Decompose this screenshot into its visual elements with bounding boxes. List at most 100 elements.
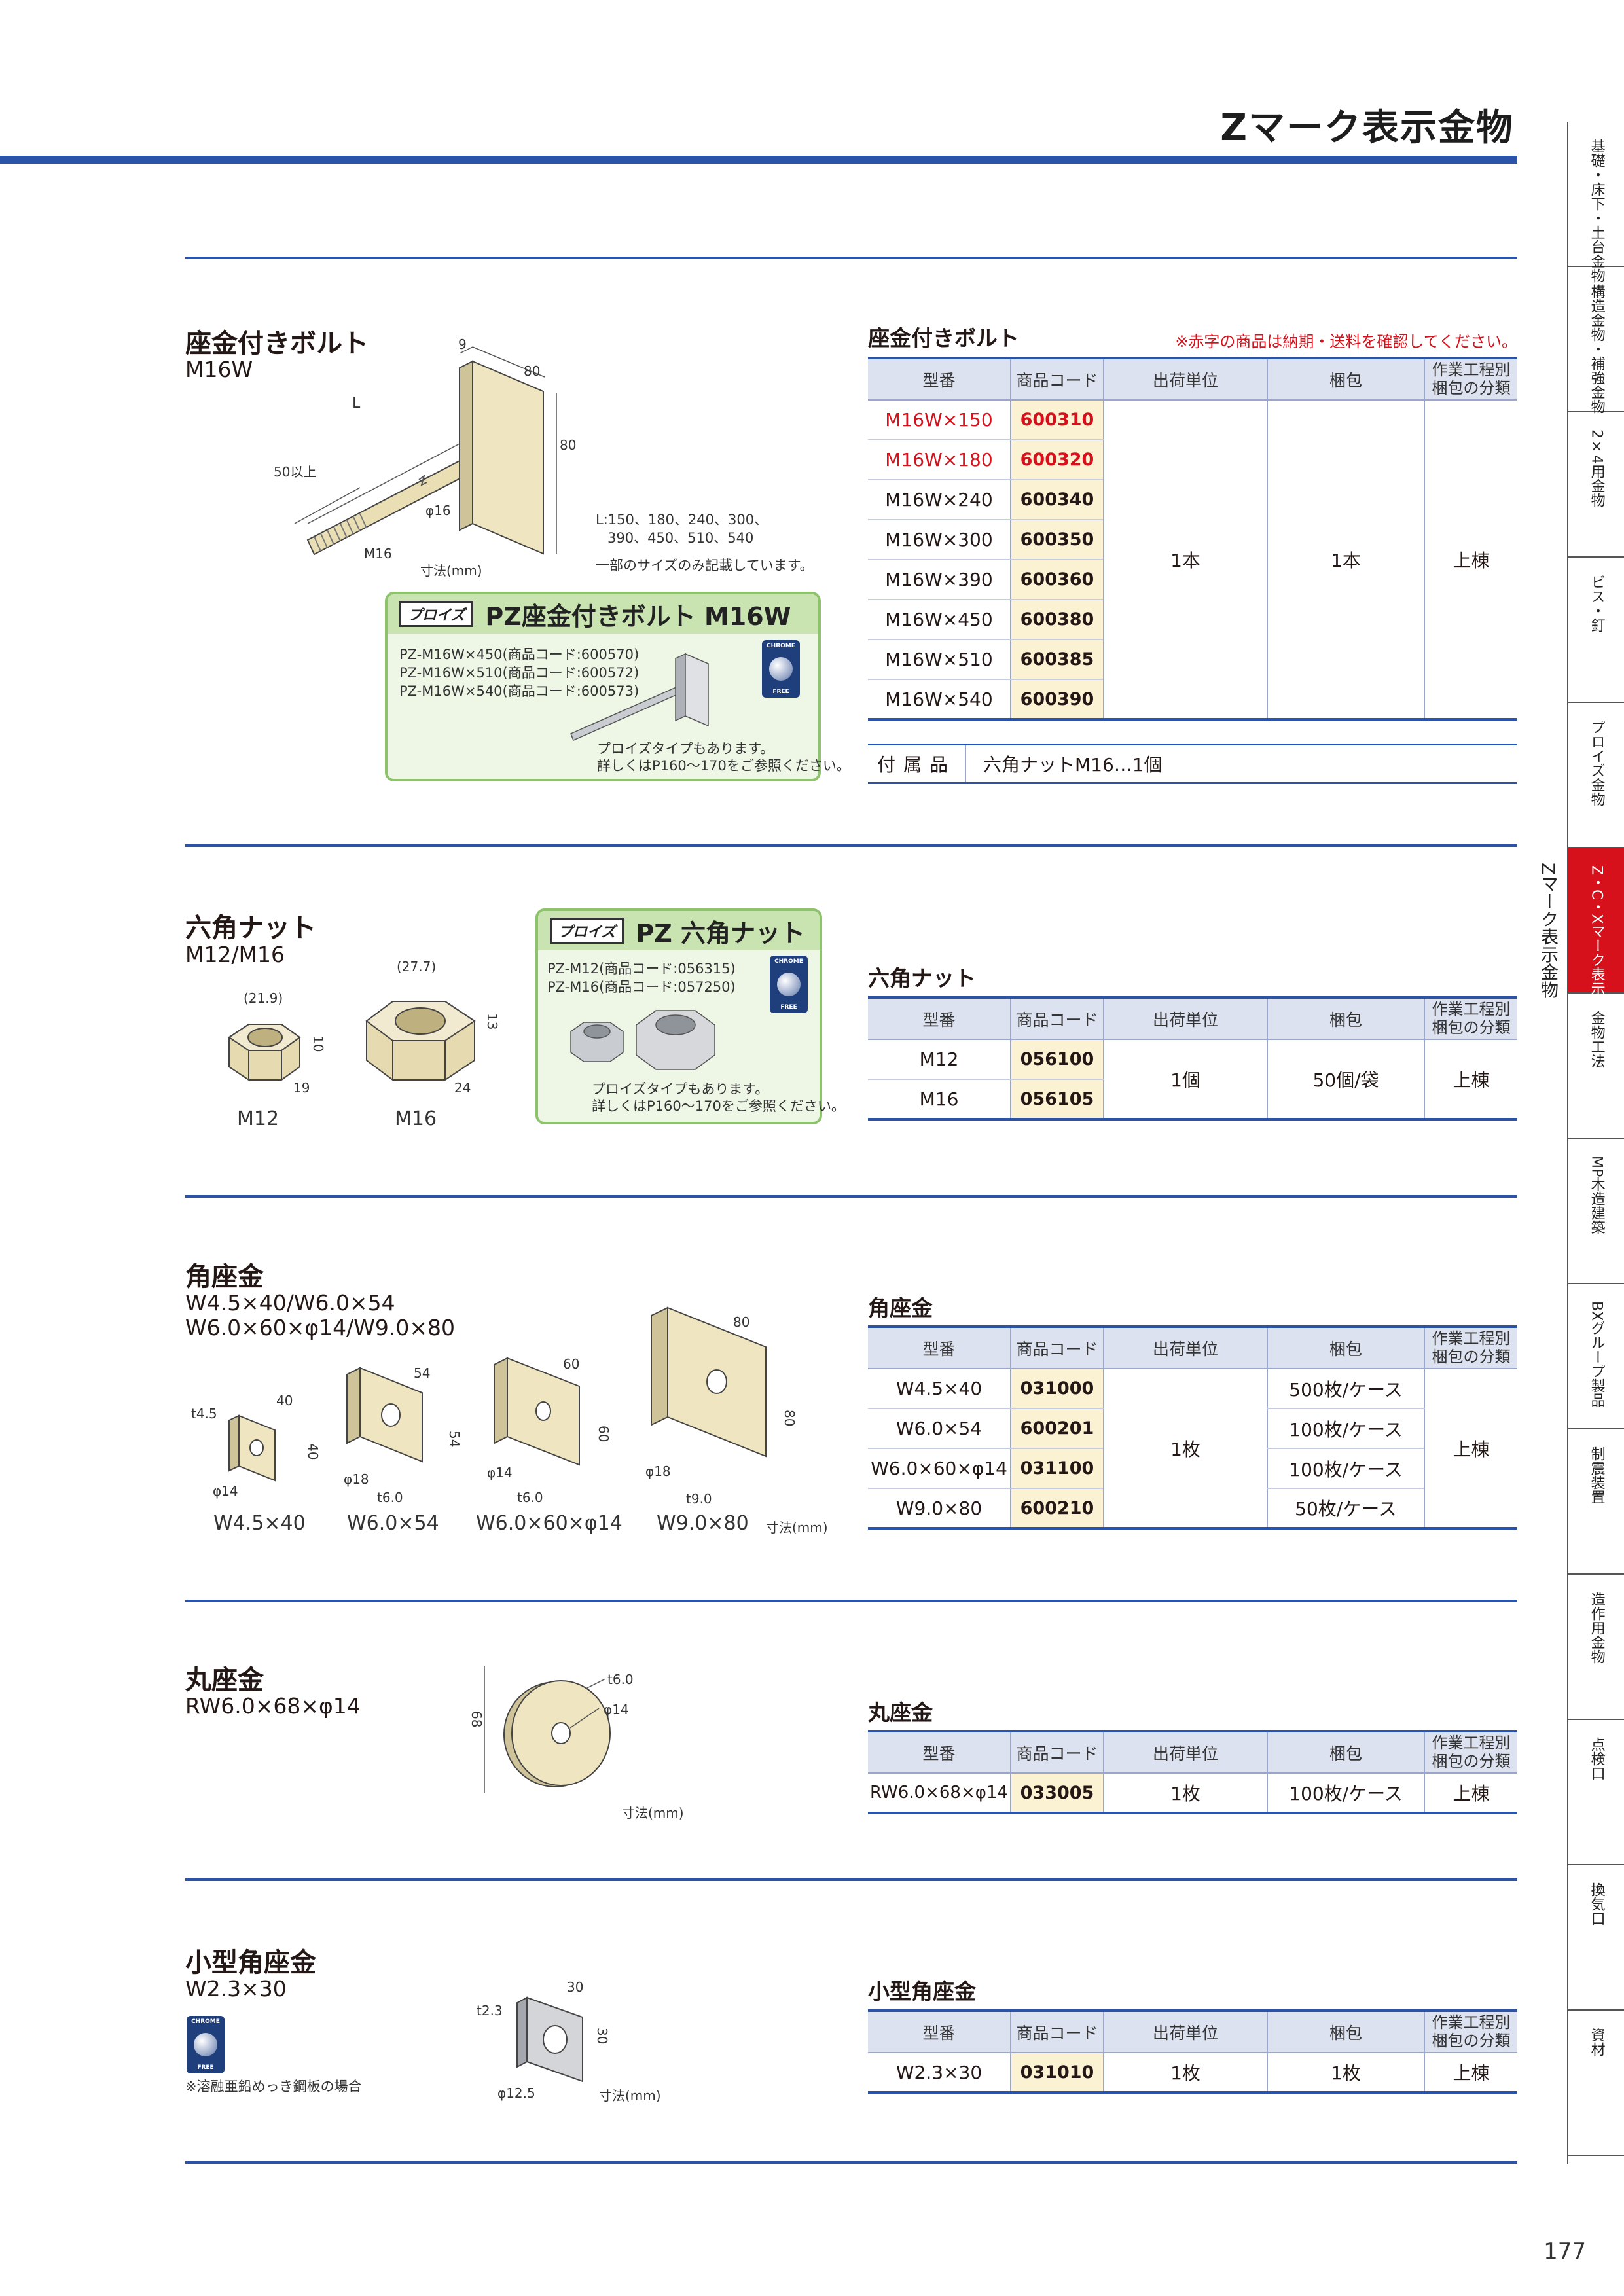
table-heading: 六角ナット bbox=[868, 965, 976, 991]
pack-cell: 500枚/ケース bbox=[1267, 1369, 1424, 1409]
model-cell: W2.3×30 bbox=[868, 2053, 1011, 2093]
dim-label: 68 bbox=[469, 1711, 484, 1728]
category-cell: 上棟 bbox=[1424, 2053, 1517, 2093]
small-washer-table: 型番 商品コード 出荷単位 梱包 作業工程別梱包の分類 W2.3×30 0310… bbox=[868, 2009, 1517, 2094]
small-washer-illustration bbox=[516, 1996, 583, 2083]
material-note: ※溶融亜鉛めっき鋼板の場合 bbox=[185, 2079, 362, 2094]
col-pack: 梱包 bbox=[1267, 1327, 1424, 1369]
code-cell: 033005 bbox=[1010, 1773, 1104, 1814]
tab-2x4[interactable]: 2×4用金物 bbox=[1568, 412, 1624, 558]
pz-nut-header: プロイズ PZ 六角ナット bbox=[538, 911, 820, 950]
pack-cell: 100枚/ケース bbox=[1267, 1448, 1424, 1489]
col-category: 作業工程別梱包の分類 bbox=[1424, 1327, 1517, 1369]
category-cell: 上棟 bbox=[1424, 1369, 1517, 1529]
section-rule bbox=[185, 1195, 1517, 1198]
tab-interior[interactable]: 造作用金物 bbox=[1568, 1575, 1624, 1720]
item-label: M16 bbox=[395, 1107, 437, 1130]
tab-zcx-mark[interactable]: Z・C・Xマーク表示金物 bbox=[1568, 848, 1624, 1025]
dim-label: φ14 bbox=[213, 1483, 238, 1499]
tab-materials[interactable]: 資材 bbox=[1568, 2011, 1624, 2156]
model-cell: M16W×450 bbox=[868, 600, 1011, 640]
dim-unit: 寸法(mm) bbox=[420, 563, 482, 579]
tab-method[interactable]: 金物工法 bbox=[1568, 994, 1624, 1139]
model-cell: M12 bbox=[868, 1039, 1011, 1080]
model-cell: W6.0×60×φ14 bbox=[868, 1448, 1011, 1489]
pz-bolt-illustration bbox=[570, 653, 709, 741]
col-code: 商品コード bbox=[1010, 2011, 1104, 2053]
pack-cell: 50枚/ケース bbox=[1267, 1488, 1424, 1529]
col-pack: 梱包 bbox=[1267, 1731, 1424, 1774]
col-unit: 出荷単位 bbox=[1103, 1731, 1267, 1774]
dim-label: 9 bbox=[458, 336, 467, 352]
tab-damper[interactable]: 制震装置 bbox=[1568, 1429, 1624, 1575]
model-cell: M16W×180 bbox=[868, 440, 1011, 480]
col-model: 型番 bbox=[868, 358, 1011, 401]
model-cell: M16W×150 bbox=[868, 400, 1011, 440]
pz-note: プロイズタイプもあります。 bbox=[592, 1081, 769, 1097]
dim-label: t2.3 bbox=[477, 2003, 503, 2018]
category-cell: 上棟 bbox=[1424, 400, 1517, 720]
col-model: 型番 bbox=[868, 2011, 1011, 2053]
code-cell: 600380 bbox=[1010, 600, 1104, 640]
col-pack: 梱包 bbox=[1267, 358, 1424, 401]
tab-structural[interactable]: 構造金物・補強金物 bbox=[1568, 267, 1624, 414]
tab-ventilation[interactable]: 換気口 bbox=[1568, 1865, 1624, 2011]
dim-label: L bbox=[352, 395, 361, 412]
unit-cell: 1個 bbox=[1103, 1039, 1267, 1120]
dim-label: φ12.5 bbox=[497, 2085, 535, 2101]
tab-mp-wood[interactable]: MP木造建築 bbox=[1568, 1139, 1624, 1284]
dim-label: (27.7) bbox=[397, 959, 437, 975]
dim-label: t4.5 bbox=[191, 1406, 217, 1422]
table-heading: 丸座金 bbox=[868, 1700, 933, 1725]
washer-illustrations bbox=[228, 1306, 767, 1482]
table-row: M12 056100 1個 50個/袋 上棟 bbox=[868, 1039, 1517, 1120]
dim-label: t9.0 bbox=[686, 1491, 712, 1507]
category-cell: 上棟 bbox=[1424, 1773, 1517, 1814]
side-section-label: Zマーク表示金物 bbox=[1538, 863, 1558, 999]
dim-label: φ14 bbox=[604, 1702, 629, 1717]
product-sub: W4.5×40/W6.0×54 bbox=[185, 1290, 395, 1316]
tab-proiz[interactable]: プロイズ金物 bbox=[1568, 703, 1624, 848]
accessory-label: 付属品 bbox=[868, 745, 966, 782]
pz-item: PZ-M16W×510(商品コード:600572) bbox=[399, 665, 640, 681]
pack-cell: 50個/袋 bbox=[1267, 1039, 1424, 1120]
section-rule bbox=[185, 2161, 1517, 2164]
tab-foundation[interactable]: 基礎・床下・土台金物 bbox=[1568, 122, 1624, 283]
square-washer-table: 型番 商品コード 出荷単位 梱包 作業工程別梱包の分類 W4.5×40 0310… bbox=[868, 1325, 1517, 1530]
dim-label: 24 bbox=[454, 1080, 471, 1096]
dim-label: 50以上 bbox=[274, 464, 317, 480]
col-model: 型番 bbox=[868, 997, 1011, 1040]
code-cell: 056100 bbox=[1010, 1039, 1104, 1080]
code-cell: 600210 bbox=[1010, 1488, 1104, 1529]
tab-bx-group[interactable]: BXグループ製品 bbox=[1568, 1284, 1624, 1429]
round-washer-illustration bbox=[484, 1666, 611, 1793]
tab-screws-nails[interactable]: ビス・釘 bbox=[1568, 558, 1624, 703]
title-bar bbox=[0, 156, 1517, 164]
nut-table: 型番 商品コード 出荷単位 梱包 作業工程別梱包の分類 M12 056100 1… bbox=[868, 996, 1517, 1121]
pz-nut-illustration bbox=[570, 1010, 715, 1070]
page-number: 177 bbox=[1543, 2238, 1586, 2265]
table-heading: 小型角座金 bbox=[868, 1979, 976, 2004]
dim-label: 10 bbox=[310, 1035, 326, 1052]
unit-cell: 1枚 bbox=[1103, 2053, 1267, 2093]
dim-label: 80 bbox=[560, 437, 577, 453]
dim-label: φ18 bbox=[645, 1463, 671, 1479]
code-cell: 600320 bbox=[1010, 440, 1104, 480]
product-sub: W2.3×30 bbox=[185, 1976, 287, 2001]
col-pack: 梱包 bbox=[1267, 2011, 1424, 2053]
col-model: 型番 bbox=[868, 1731, 1011, 1774]
dim-label: M16 bbox=[364, 546, 392, 562]
length-note: 一部のサイズのみ記載しています。 bbox=[596, 558, 814, 573]
pz-note: プロイズタイプもあります。 bbox=[597, 741, 774, 757]
product-sub: W6.0×60×φ14/W9.0×80 bbox=[185, 1315, 456, 1340]
bolt-illustration bbox=[294, 346, 557, 556]
tab-inspection[interactable]: 点検口 bbox=[1568, 1720, 1624, 1865]
code-cell: 600201 bbox=[1010, 1408, 1104, 1449]
